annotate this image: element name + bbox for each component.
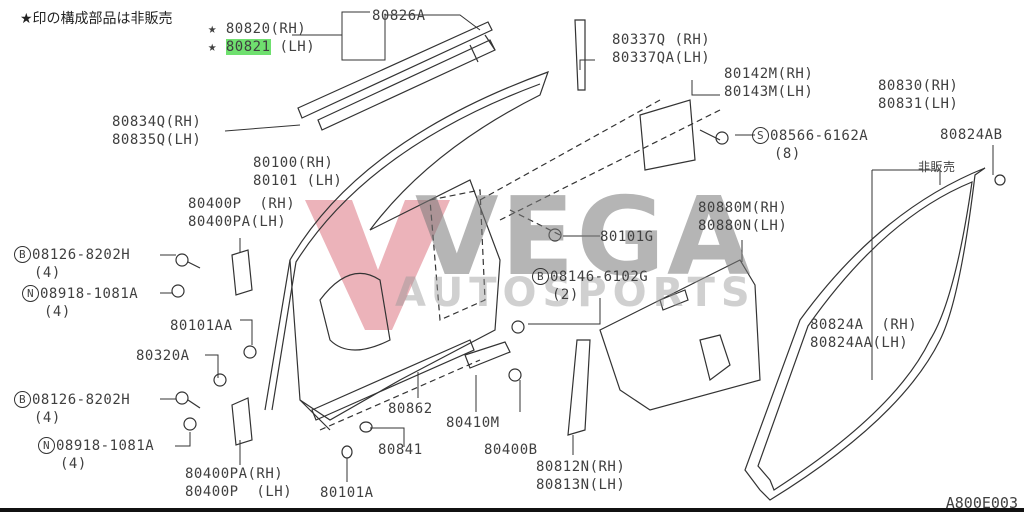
watermark-v-shape <box>305 200 450 330</box>
lower-hinge-drawing <box>231 397 253 446</box>
not-sold-tag: 非販売 <box>918 160 956 174</box>
part-label-80100[interactable]: 80100(RH)80101 (LH) <box>253 155 343 189</box>
part-label-80337Q[interactable]: 80337Q (RH)80337QA(LH) <box>612 32 711 66</box>
part-label-80320A[interactable]: 80320A <box>136 348 190 364</box>
part-label-80862[interactable]: 80862 <box>388 401 433 417</box>
sash-bracket-drawing <box>574 19 586 91</box>
door-weatherstrip-drawing <box>744 167 986 501</box>
n-prefix-icon: N <box>22 285 39 302</box>
check-link-drawing <box>464 341 511 369</box>
part-label-80830[interactable]: 80830(RH)80831(LH) <box>878 78 959 112</box>
hinge-plate-drawing <box>639 99 696 171</box>
part-label-80101A[interactable]: 80101A <box>320 485 374 501</box>
window-moulding-drawing <box>297 21 496 131</box>
part-label-80821[interactable]: ★ 80821 (LH) <box>208 39 316 55</box>
part-label-80101AA[interactable]: 80101AA <box>170 318 233 334</box>
leader-lines <box>160 11 994 482</box>
part-label-80812N[interactable]: 80812N(RH)80813N(LH) <box>536 459 626 493</box>
b-prefix-icon: B <box>532 268 549 285</box>
s-prefix-icon: S <box>752 127 769 144</box>
part-label-80400PA-lower[interactable]: 80400PA(RH)80400P (LH) <box>185 466 293 500</box>
trim-panel-drawing <box>599 259 761 411</box>
partition-strip-drawing <box>567 339 591 436</box>
not-sold-note: ★印の構成部品は非販売 <box>20 11 173 27</box>
bottom-border <box>0 508 1024 512</box>
part-label-80410M[interactable]: 80410M <box>446 415 500 431</box>
part-label-80880M[interactable]: 80880M(RH)80880N(LH) <box>698 200 788 234</box>
bolt-drawings <box>171 174 1006 459</box>
part-label-80841[interactable]: 80841 <box>378 442 423 458</box>
b-prefix-icon: B <box>14 391 31 408</box>
part-label-80834Q[interactable]: 80834Q(RH)80835Q(LH) <box>112 114 202 148</box>
part-label-80400P-upper[interactable]: 80400P (RH)80400PA(LH) <box>188 196 296 230</box>
upper-hinge-drawing <box>231 249 253 296</box>
part-label-80824A[interactable]: 80824A (RH)80824AA(LH) <box>810 317 918 351</box>
n-prefix-icon: N <box>38 437 55 454</box>
part-label-80824AB[interactable]: 80824AB <box>940 127 1003 143</box>
part-label-80101G[interactable]: 80101G <box>600 229 654 245</box>
sill-strip-drawing <box>311 339 475 421</box>
part-label-80400B[interactable]: 80400B <box>484 442 538 458</box>
part-label-80142M[interactable]: 80142M(RH)80143M(LH) <box>724 66 814 100</box>
part-label-80820[interactable]: ★ 80820(RH) <box>208 21 307 37</box>
highlighted-part-number: 80821 <box>225 39 271 55</box>
diagram-code: A800E003 <box>945 494 1018 512</box>
door-frame-drawing <box>264 71 549 431</box>
b-prefix-icon: B <box>14 246 31 263</box>
part-label-80826A[interactable]: 80826A <box>372 8 426 24</box>
